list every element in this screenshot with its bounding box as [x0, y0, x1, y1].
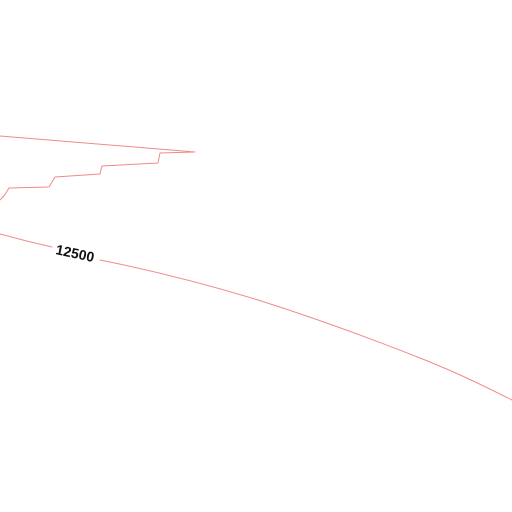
contour-line-upper: [0, 135, 196, 201]
contour-label-12500: 12500: [54, 241, 96, 265]
contour-line-12500-left: [0, 233, 53, 248]
contour-line-12500-right: [99, 259, 512, 401]
